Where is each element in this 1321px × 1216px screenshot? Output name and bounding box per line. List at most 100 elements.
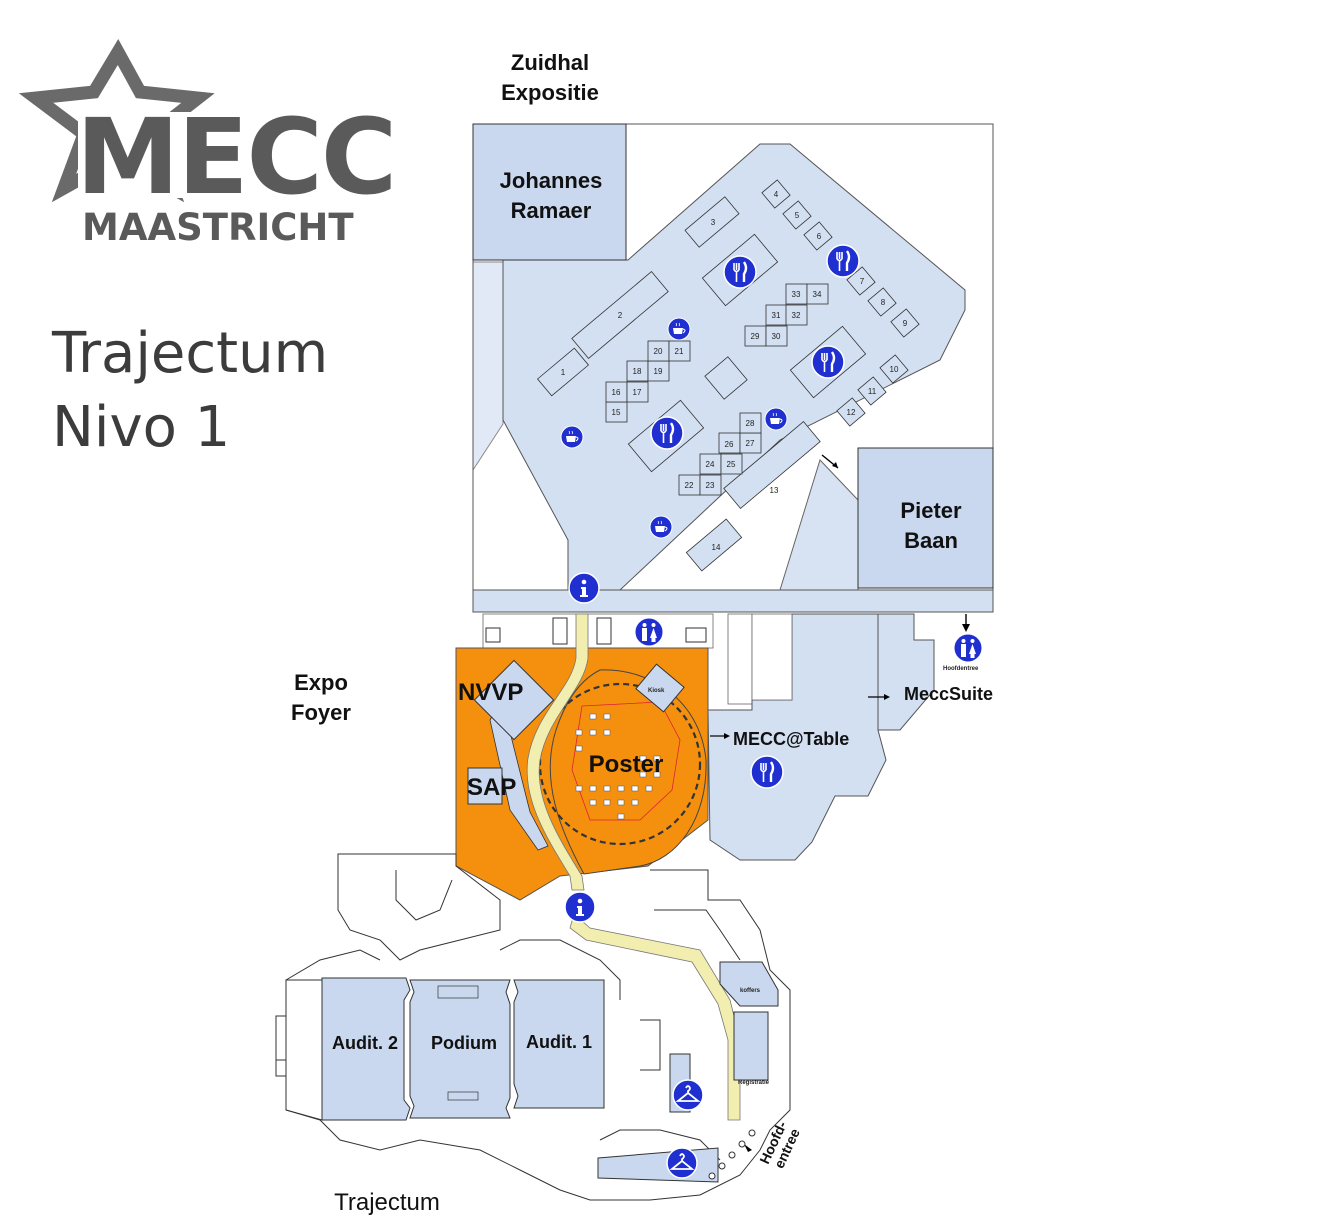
entrance-gates <box>708 1129 756 1180</box>
mecc-logo: MECC MAASTRICHT <box>18 38 397 249</box>
booth-14[interactable] <box>685 518 743 572</box>
walkway-path <box>526 613 589 891</box>
hoofdentree-small-label: Hoofdentree <box>943 666 979 672</box>
pieter-baan-room[interactable] <box>857 447 994 589</box>
booth-2[interactable] <box>571 271 669 359</box>
auditorium-1-room[interactable] <box>513 979 605 1109</box>
svg-text:16: 16 <box>612 388 621 397</box>
restaurant-icon <box>825 243 861 279</box>
sap-label: SAP <box>467 774 516 801</box>
svg-text:13: 13 <box>770 486 779 495</box>
expo-foyer-label-1: Expo <box>294 670 348 695</box>
svg-text:25: 25 <box>727 460 736 469</box>
svg-text:1: 1 <box>561 368 566 377</box>
svg-text:22: 22 <box>685 481 694 490</box>
logo-text: MECC <box>76 96 395 218</box>
booth-10[interactable] <box>879 354 909 384</box>
zuidhal-label-2: Expositie <box>501 80 599 105</box>
auditorium-2-room[interactable] <box>321 977 411 1121</box>
info-icon <box>568 572 600 604</box>
svg-text:28: 28 <box>746 419 755 428</box>
svg-text:20: 20 <box>654 347 663 356</box>
svg-text:15: 15 <box>612 408 621 417</box>
auditorium-2-label: Audit. 2 <box>332 1033 398 1053</box>
restaurant-icon <box>810 344 846 380</box>
booth-7[interactable] <box>846 266 876 296</box>
trajectum-label: Trajectum <box>334 1189 440 1216</box>
coffee-icon <box>649 515 673 539</box>
expo-foyer-label-2: Foyer <box>291 700 351 725</box>
svg-text:31: 31 <box>772 311 781 320</box>
svg-text:34: 34 <box>813 290 822 299</box>
svg-text:23: 23 <box>706 481 715 490</box>
corridor-strip <box>482 613 753 705</box>
poster-label: Poster <box>589 751 664 778</box>
kiosk-booth[interactable] <box>635 663 685 713</box>
svg-text:4: 4 <box>774 190 779 199</box>
registratie-label: Registratie <box>738 1080 770 1086</box>
booth-13[interactable] <box>723 421 821 509</box>
svg-text:18: 18 <box>633 367 642 376</box>
restaurant-icon <box>722 254 758 290</box>
restaurant-icon <box>649 415 685 451</box>
restaurant-icon <box>749 754 785 790</box>
info-icon <box>564 891 596 923</box>
koffers-area <box>719 961 779 1007</box>
mecc-table-label: MECC@Table <box>733 729 849 749</box>
johannes-ramaer-room[interactable] <box>472 123 627 261</box>
booth-4[interactable] <box>761 179 791 209</box>
svg-text:12: 12 <box>847 408 856 417</box>
booth-grid <box>536 179 920 572</box>
svg-text:21: 21 <box>675 347 684 356</box>
map-title-line2: Nivo 1 <box>52 395 230 460</box>
mecc-suite-area[interactable] <box>877 613 935 731</box>
logo-subtext: MAASTRICHT <box>82 206 354 249</box>
kiosk-label: Kiosk <box>648 688 665 694</box>
cloakroom-icon <box>672 1079 704 1111</box>
podium-label: Podium <box>431 1033 497 1053</box>
svg-text:11: 11 <box>868 387 877 396</box>
toilet-icon <box>953 633 983 663</box>
svg-text:32: 32 <box>792 311 801 320</box>
koffers-label: koffers <box>740 988 761 994</box>
registratie-area[interactable] <box>733 1011 769 1081</box>
svg-text:14: 14 <box>712 543 721 552</box>
booth-11[interactable] <box>857 376 887 406</box>
svg-text:5: 5 <box>795 211 800 220</box>
svg-text:8: 8 <box>881 298 886 307</box>
svg-text:30: 30 <box>772 332 781 341</box>
mecc-suite-label: MeccSuite <box>904 684 993 704</box>
nvvp-label: NVVP <box>458 679 523 706</box>
toilet-icon <box>634 617 664 647</box>
podium-room[interactable] <box>409 979 511 1119</box>
pieter-baan-label-2: Baan <box>904 528 958 553</box>
auditorium-1-label: Audit. 1 <box>526 1032 592 1052</box>
booth-9[interactable] <box>890 308 920 338</box>
coffee-icon <box>667 317 691 341</box>
sap-booth[interactable] <box>467 767 503 805</box>
booth-1[interactable] <box>536 347 590 397</box>
svg-text:19: 19 <box>654 367 663 376</box>
poster-boards <box>575 713 661 820</box>
nvvp-booth[interactable] <box>473 659 555 741</box>
johannes-ramaer-label-2: Ramaer <box>511 198 592 223</box>
booth-8[interactable] <box>867 287 897 317</box>
svg-text:10: 10 <box>890 365 899 374</box>
svg-text:3: 3 <box>711 218 716 227</box>
booth-5[interactable] <box>782 200 812 230</box>
johannes-ramaer-label-1: Johannes <box>500 168 603 193</box>
svg-text:7: 7 <box>860 277 865 286</box>
cloakroom-icon <box>666 1147 698 1179</box>
booth-3[interactable] <box>684 196 740 248</box>
map-title-line1: Trajectum <box>51 321 328 386</box>
svg-text:27: 27 <box>746 439 755 448</box>
booth-12[interactable] <box>836 397 866 427</box>
svg-text:17: 17 <box>633 388 642 397</box>
svg-text:33: 33 <box>792 290 801 299</box>
booth-6[interactable] <box>803 221 833 251</box>
svg-text:2: 2 <box>618 311 623 320</box>
cloakroom-strip-2 <box>597 1147 719 1183</box>
zuidhal-label-1: Zuidhal <box>511 50 589 75</box>
svg-text:26: 26 <box>725 440 734 449</box>
coffee-icon <box>764 407 788 431</box>
